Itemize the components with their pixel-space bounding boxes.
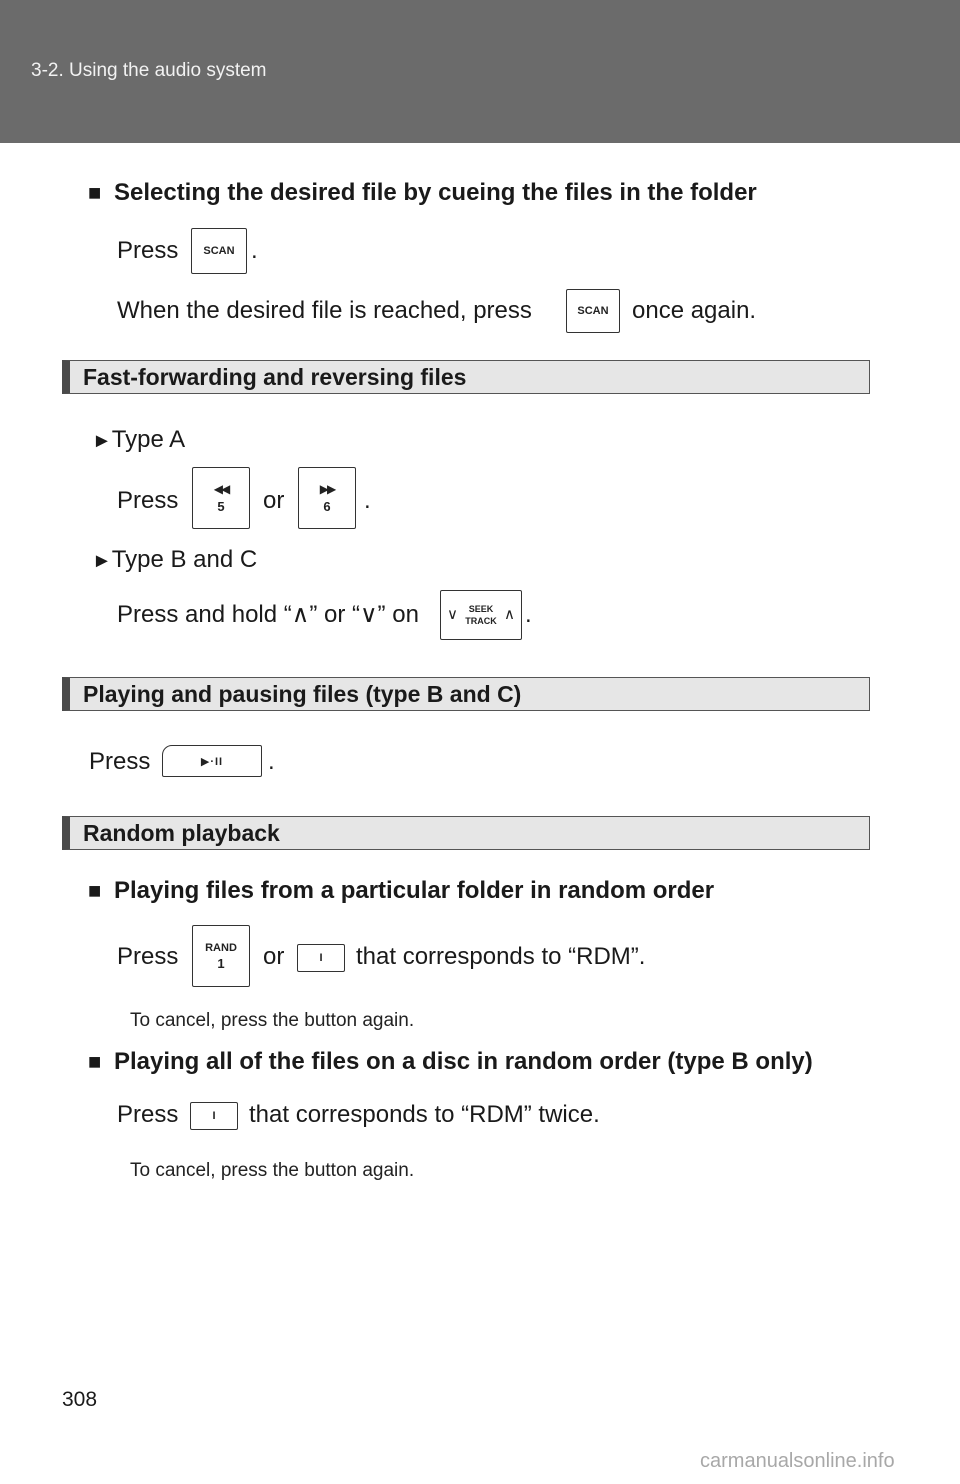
- fast-forward-icon: ▶▶: [319, 482, 337, 496]
- arrow-bullet-icon: ►: [92, 430, 112, 452]
- scan-button-icon: SCAN: [566, 289, 620, 333]
- play-pause-icon: ▶·II: [200, 755, 224, 768]
- rand-button-icon: RAND 1: [192, 925, 250, 987]
- section-bar-fast-forward: Fast-forwarding and reversing files: [62, 360, 870, 394]
- section-bar-play-pause: Playing and pausing files (type B and C): [62, 677, 870, 711]
- subheading-random-folder: ■ Playing files from a particular folder…: [88, 877, 715, 904]
- square-bullet-icon: ■: [88, 180, 102, 205]
- watermark: carmanualsonline.info: [700, 1450, 895, 1472]
- fast-forward-button-icon: ▶▶ 6: [298, 467, 356, 529]
- arrow-bullet-icon: ►: [92, 550, 112, 572]
- square-bullet-icon: ■: [88, 1049, 102, 1074]
- chevron-down-icon: ∨: [447, 606, 458, 623]
- scan-button-icon: SCAN: [191, 228, 247, 274]
- seek-track-button-icon: ∨ SEEK TRACK ∧: [440, 590, 522, 640]
- soft-button-icon: I: [297, 944, 345, 972]
- section-bar-random-playback: Random playback: [62, 816, 870, 850]
- square-bullet-icon: ■: [88, 878, 102, 903]
- subheading-cue-files: ■ Selecting the desired file by cueing t…: [88, 179, 757, 206]
- play-pause-button-icon: ▶·II: [162, 745, 262, 777]
- rewind-icon: ◀◀: [213, 482, 231, 496]
- page-number: 308: [62, 1388, 98, 1411]
- soft-button-icon: I: [190, 1102, 238, 1130]
- subheading-random-disc: ■ Playing all of the files on a disc in …: [88, 1048, 813, 1075]
- rewind-button-icon: ◀◀ 5: [192, 467, 250, 529]
- chevron-up-icon: ∧: [504, 606, 515, 623]
- section-title: 3-2. Using the audio system: [31, 60, 267, 81]
- page-header: 3-2. Using the audio system: [0, 0, 960, 143]
